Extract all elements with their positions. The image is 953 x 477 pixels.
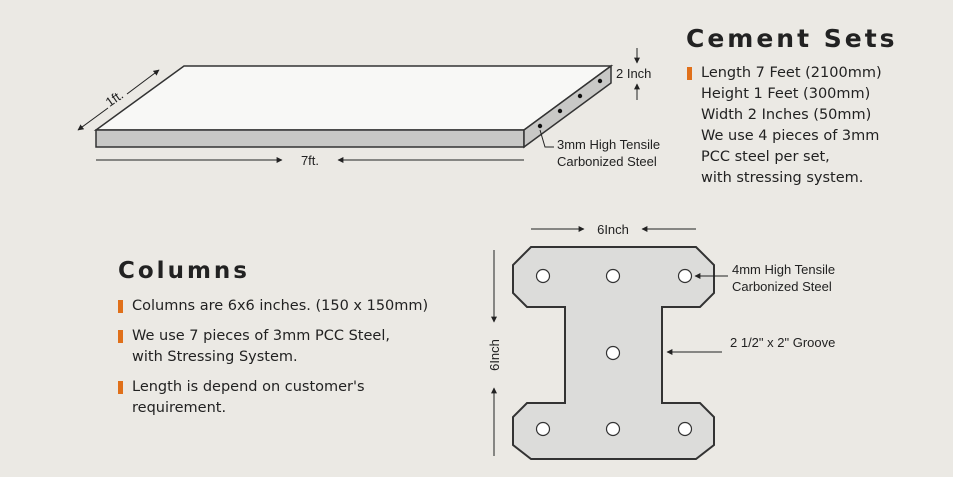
columns-line: We use 7 pieces of 3mm PCC Steel, bbox=[132, 328, 390, 344]
slab-width-label: 1ft. bbox=[103, 87, 126, 110]
column-cross-section bbox=[512, 246, 715, 460]
steel-rod-dot bbox=[597, 78, 603, 84]
steel-rod-hole bbox=[535, 268, 551, 284]
steel-rod-hole bbox=[535, 421, 551, 437]
column-steel-callout: 4mm High Tensile Carbonized Steel bbox=[694, 262, 835, 294]
list-item: Columns are 6x6 inches. (150 x 150mm) bbox=[118, 296, 478, 317]
column-width-dimension: 6Inch bbox=[531, 222, 696, 237]
slab-end-face bbox=[523, 64, 612, 149]
steel-rod-hole bbox=[677, 268, 693, 284]
slab-top-face bbox=[93, 65, 614, 131]
column-groove-callout: 2 1/2" x 2" Groove bbox=[666, 335, 835, 355]
steel-rod-hole bbox=[605, 345, 621, 361]
list-item: We use 7 pieces of 3mm PCC Steel, with S… bbox=[118, 326, 478, 368]
slab-steel-callout: 3mm High Tensile Carbonized Steel bbox=[539, 129, 660, 169]
cement-line: Length 7 Feet (2100mm) bbox=[701, 65, 882, 81]
slab-steel-label-2: Carbonized Steel bbox=[557, 154, 657, 169]
column-steel-label-1: 4mm High Tensile bbox=[732, 262, 835, 277]
columns-line: Columns are 6x6 inches. (150 x 150mm) bbox=[132, 298, 429, 314]
steel-rod-hole bbox=[605, 268, 621, 284]
list-item: Length 7 Feet (2100mm) Height 1 Feet (30… bbox=[687, 63, 947, 189]
slab-height-dimension: 2 Inch bbox=[616, 48, 651, 100]
column-width-label: 6Inch bbox=[597, 222, 629, 237]
steel-rod-dot bbox=[537, 123, 543, 129]
cement-line: with stressing system. bbox=[701, 170, 864, 186]
columns-title: Columns bbox=[118, 258, 250, 284]
steel-rod-hole bbox=[605, 421, 621, 437]
cement-sets-title: Cement Sets bbox=[686, 24, 898, 53]
columns-line: with Stressing System. bbox=[132, 349, 298, 365]
slab-front-face bbox=[95, 129, 525, 148]
cement-sets-list: Length 7 Feet (2100mm) Height 1 Feet (30… bbox=[687, 63, 947, 189]
list-item: Length is depend on customer's requireme… bbox=[118, 377, 478, 419]
column-groove-label: 2 1/2" x 2" Groove bbox=[730, 335, 835, 350]
slab-height-label: 2 Inch bbox=[616, 66, 651, 81]
columns-list: Columns are 6x6 inches. (150 x 150mm) We… bbox=[118, 296, 478, 428]
column-steel-label-2: Carbonized Steel bbox=[732, 279, 832, 294]
steel-rod-dot bbox=[557, 108, 563, 114]
columns-line: requirement. bbox=[132, 400, 227, 416]
slab-steel-label-1: 3mm High Tensile bbox=[557, 137, 660, 152]
slab-drawing bbox=[93, 64, 614, 149]
steel-rod-hole bbox=[677, 421, 693, 437]
column-height-dimension: 6Inch bbox=[487, 250, 502, 456]
slab-length-label: 7ft. bbox=[301, 153, 319, 168]
cement-line: Width 2 Inches (50mm) bbox=[701, 107, 872, 123]
cement-line: PCC steel per set, bbox=[701, 149, 830, 165]
cement-line: We use 4 pieces of 3mm bbox=[701, 128, 880, 144]
column-height-label: 6Inch bbox=[487, 339, 502, 371]
columns-line: Length is depend on customer's bbox=[132, 379, 365, 395]
slab-length-dimension: 7ft. bbox=[96, 153, 524, 168]
cement-line: Height 1 Feet (300mm) bbox=[701, 86, 871, 102]
steel-rod-dot bbox=[577, 93, 583, 99]
